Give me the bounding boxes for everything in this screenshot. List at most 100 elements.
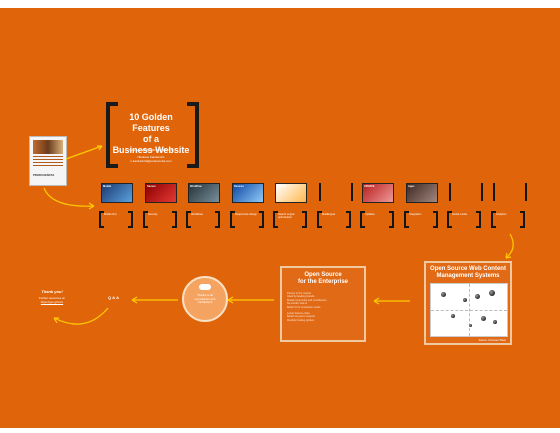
feature-label-left-bracket (404, 211, 409, 228)
feature-label-box[interactable]: Workflows (186, 211, 220, 228)
feature-label-box[interactable]: Social media (447, 211, 481, 228)
feature-label-box[interactable]: Multilingual (317, 211, 351, 228)
cms-bubble (469, 324, 472, 327)
feature-label-text: Integration (409, 213, 422, 216)
feature-thumbnail-caption: Workflow (190, 185, 202, 188)
feature-thumbnail[interactable] (449, 183, 483, 201)
title-line-1: 10 Golden Features (129, 112, 173, 133)
cms-chart-vline (469, 284, 470, 336)
cms-bubble (489, 290, 495, 296)
title-line-3: Business Website (112, 145, 190, 155)
thankyou-block: Thank you! Further resources on https://… (30, 289, 74, 304)
cms-panel[interactable]: Open Source Web Content Management Syste… (424, 261, 512, 345)
feature-thumbnail-caption: Secure (147, 185, 156, 188)
enterprise-bullet: Used by leading brands (287, 295, 315, 299)
thankyou-title: Thank you! (41, 289, 63, 294)
feature-thumbnail-caption: Devices (234, 185, 244, 188)
feature-label-right-bracket (259, 211, 264, 228)
feature-label-right-bracket (302, 211, 307, 228)
title-right-bracket (187, 102, 199, 168)
feature-thumbnail[interactable]: Workflow (188, 183, 220, 203)
feature-thumbnail[interactable] (493, 183, 527, 201)
enterprise-bullets: Proven in the market Used by leading bra… (287, 292, 359, 322)
feature-thumbnail[interactable]: Devices (232, 183, 264, 203)
feature-label-text: Updates (365, 213, 375, 216)
title-left-bracket (106, 102, 118, 168)
cms-panel-title: Open Source Web Content Management Syste… (426, 266, 510, 280)
enterprise-bullet: No vendor lock-in (287, 302, 308, 306)
prezi-canvas[interactable]: 10 Golden Features of a Business Website… (0, 8, 560, 428)
intro-card[interactable]: PRODUXENTAS (29, 136, 67, 186)
feature-thumbnail[interactable]: UPDATE (362, 183, 394, 203)
enterprise-bullet: Flexible hosting options (287, 318, 315, 322)
cms-bubble (463, 298, 467, 302)
title-date: 5 August 2016, PRODUXENTAS (129, 148, 173, 152)
feature-thumbnail[interactable]: Search (275, 183, 307, 203)
enterprise-panel-title: Open Source for the Enterprise (282, 272, 364, 286)
feature-label-box[interactable]: Responsive design (230, 211, 264, 228)
enterprise-title-line-2: for the Enterprise (297, 279, 348, 285)
arrow-intro-to-title (65, 145, 103, 160)
circle-line-2: our partners and (194, 296, 216, 301)
enterprise-panel[interactable]: Open Source for the Enterprise Proven in… (280, 266, 366, 342)
feature-thumbnail[interactable]: Mobile (101, 183, 133, 203)
feature-label-box[interactable]: Integration (404, 211, 438, 228)
feature-thumbnail-caption: Apps (408, 185, 415, 188)
cms-bubble (475, 294, 480, 299)
feature-label-right-bracket (520, 211, 525, 228)
cms-bubble (493, 320, 497, 324)
feature-label-right-bracket (389, 211, 394, 228)
enterprise-bullet: Broad community and contributors (287, 298, 327, 302)
title-heading: 10 Golden Features of a Business Website (110, 112, 192, 156)
circle-line-3: contributors (197, 300, 213, 305)
circle-line-1: Thanks to all (197, 293, 213, 297)
feature-label-right-bracket (172, 211, 177, 228)
feature-label-left-bracket (491, 211, 496, 228)
feature-label-text: Responsive design (235, 213, 257, 216)
feature-thumbnail-caption: UPDATE (364, 185, 375, 188)
qa-label[interactable]: Q & A (108, 295, 119, 300)
arrow-qa-to-thankyou (53, 307, 109, 325)
cms-bubble (481, 316, 486, 321)
feature-label-right-bracket (476, 211, 481, 228)
enterprise-title-line-1: Open Source (304, 272, 342, 278)
feature-label-box[interactable]: Mobile first (99, 211, 133, 228)
feature-thumbnail[interactable]: Apps (406, 183, 438, 203)
cms-chart (430, 283, 508, 337)
feature-label-text: Mobile first (104, 213, 117, 216)
feature-thumbnail[interactable]: Secure (145, 183, 177, 203)
cms-bubble (451, 314, 455, 318)
feature-label-right-bracket (128, 211, 133, 228)
feature-label-left-bracket (360, 211, 365, 228)
feature-label-text: Analytics (496, 213, 507, 216)
intro-card-photo (33, 140, 63, 154)
partners-circle[interactable]: Thanks to all our partners and contribut… (182, 276, 228, 322)
feature-label-text: Search engine optimization (278, 213, 295, 219)
feature-label-box[interactable]: Security (143, 211, 177, 228)
cms-title-line-2: Management Systems (436, 273, 500, 279)
feature-thumbnail-caption: Search (277, 185, 286, 188)
enterprise-bullet: Lower license costs (287, 312, 310, 316)
enterprise-bullet: Better long-term support (287, 315, 315, 319)
arrow-intro-to-features (43, 187, 95, 210)
thankyou-link[interactable]: https://goo.gl/xxxx (40, 300, 64, 304)
feature-label-box[interactable]: Analytics (491, 211, 525, 228)
feature-label-left-bracket (99, 211, 104, 228)
feature-label-left-bracket (447, 211, 452, 228)
feature-label-text: Workflows (191, 213, 203, 216)
arrow-cms-to-enterprise (373, 297, 410, 305)
feature-label-box[interactable]: Updates (360, 211, 394, 228)
feature-thumbnail[interactable] (319, 183, 353, 201)
feature-label-text: Multilingual (322, 213, 335, 216)
partners-circle-icon (199, 284, 211, 290)
feature-label-box[interactable]: Search engine optimization (273, 211, 307, 228)
arrow-features-to-cms (505, 233, 514, 259)
partners-circle-text: Thanks to all our partners and contribut… (188, 293, 222, 305)
feature-label-left-bracket (273, 211, 278, 228)
cms-title-line-1: Open Source Web Content (430, 266, 506, 272)
feature-label-left-bracket (143, 211, 148, 228)
thankyou-sub: Further resources on (39, 296, 65, 300)
enterprise-bullet: Proven in the market (287, 292, 311, 295)
feature-label-text: Social media (452, 213, 467, 216)
title-line-2: of a (142, 134, 159, 144)
